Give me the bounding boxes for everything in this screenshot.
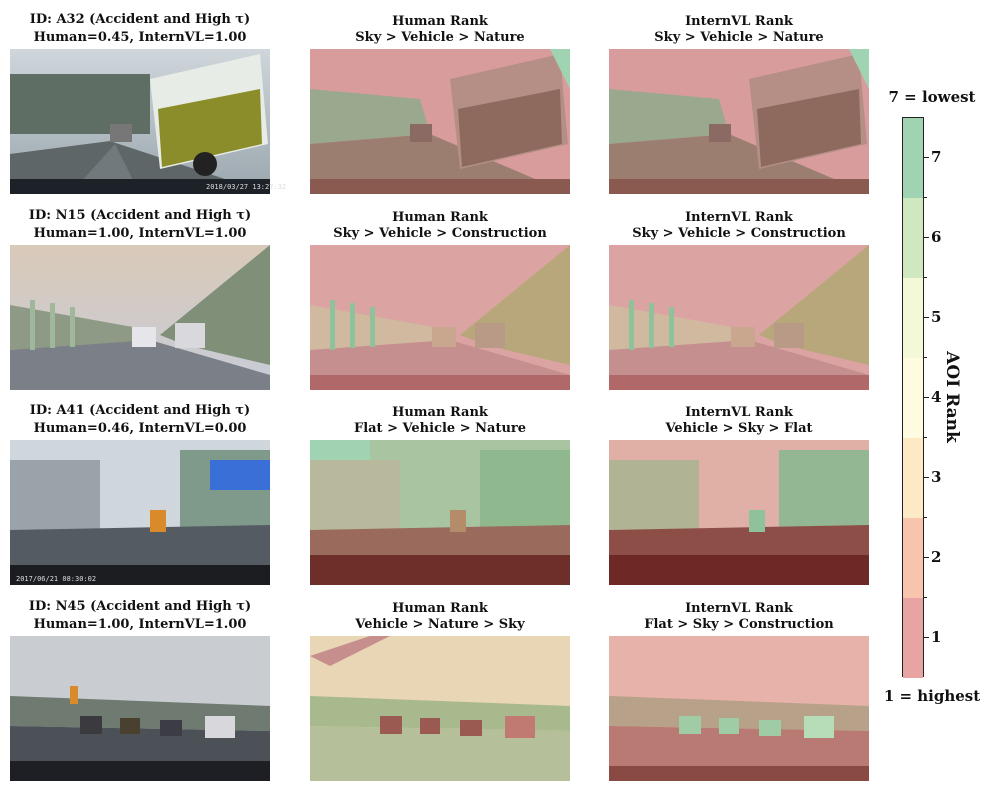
- panel-title-line2: Sky > Vehicle > Nature: [355, 30, 525, 45]
- panel-title-line1: Human Rank: [392, 601, 488, 616]
- colorbar-minor-tick: [924, 517, 927, 518]
- panel-title-line2: Flat > Vehicle > Nature: [353, 421, 527, 436]
- dashcam-image-n15: [10, 245, 270, 390]
- aoi-overlay-image: [609, 49, 869, 194]
- panel-title-line2: Human=0.46, InternVL=0.00: [33, 421, 247, 436]
- colorbar-tick-label: 2: [931, 548, 942, 566]
- colorbar-segment: [903, 118, 923, 198]
- colorbar-tick: [924, 317, 929, 318]
- panel-title-line2: Flat > Sky > Construction: [644, 617, 834, 632]
- colorbar-tick-label: 4: [931, 388, 942, 406]
- colorbar-tick: [924, 397, 929, 398]
- aoi-overlay-image: [609, 245, 869, 390]
- colorbar-segment: [903, 358, 923, 438]
- dashcam-image-a32: 2018/03/27 13:27:32: [10, 49, 286, 194]
- colorbar-segment: [903, 278, 923, 358]
- colorbar-tick-label: 5: [931, 308, 942, 326]
- colorbar-tick-label: 7: [931, 148, 942, 166]
- colorbar-tick: [924, 157, 929, 158]
- aoi-overlay-image: [310, 49, 570, 194]
- colorbar-minor-tick: [924, 197, 927, 198]
- panel-title-line1: InternVL Rank: [685, 601, 793, 616]
- panel-title-line2: Human=1.00, InternVL=1.00: [33, 617, 247, 632]
- panel-title-line1: Human Rank: [392, 210, 488, 225]
- colorbar-segment: [903, 198, 923, 278]
- panel-title-line1: InternVL Rank: [685, 14, 793, 29]
- timestamp-overlay: 2018/03/27 13:27:32: [206, 183, 286, 191]
- panel-title-line1: ID: N15 (Accident and High τ): [28, 208, 252, 223]
- dashcam-image-a41: 2017/06/21 08:30:02: [10, 440, 270, 585]
- colorbar-tick: [924, 637, 929, 638]
- colorbar-tick-label: 1: [931, 628, 942, 646]
- panel-title-line1: Human Rank: [392, 14, 488, 29]
- colorbar-tick: [924, 477, 929, 478]
- colorbar: [902, 117, 924, 678]
- aoi-overlay-image: [310, 440, 570, 585]
- panel-title-line1: ID: N45 (Accident and High τ): [28, 599, 252, 614]
- aoi-overlay-image: [310, 245, 570, 390]
- colorbar-tick-label: 6: [931, 228, 942, 246]
- colorbar-minor-tick: [924, 277, 927, 278]
- dashcam-image-n45: [10, 636, 270, 781]
- panel-title-line2: Human=1.00, InternVL=1.00: [33, 226, 247, 241]
- colorbar-tick: [924, 237, 929, 238]
- colorbar-tick-label: 3: [931, 468, 942, 486]
- colorbar-segment: [903, 598, 923, 678]
- panel-title-line1: Human Rank: [392, 405, 488, 420]
- panel-title-line2: Sky > Vehicle > Construction: [333, 226, 547, 241]
- timestamp-overlay: 2017/06/21 08:30:02: [16, 575, 96, 583]
- panel-title-line2: Human=0.45, InternVL=1.00: [33, 30, 247, 45]
- panel-title-line1: InternVL Rank: [685, 405, 793, 420]
- colorbar-axis-label: AOI Rank: [942, 351, 962, 443]
- panel-title-line1: InternVL Rank: [685, 210, 793, 225]
- aoi-overlay-image: [609, 440, 869, 585]
- colorbar-minor-tick: [924, 437, 927, 438]
- panel-title-line1: ID: A32 (Accident and High τ): [29, 12, 251, 27]
- colorbar-top-label: 7 = lowest: [888, 88, 976, 106]
- panel-title-line2: Sky > Vehicle > Construction: [632, 226, 846, 241]
- colorbar-segment: [903, 518, 923, 598]
- aoi-overlay-image: [609, 636, 869, 781]
- colorbar-minor-tick: [924, 357, 927, 358]
- colorbar-minor-tick: [924, 597, 927, 598]
- panel-title-line1: ID: A41 (Accident and High τ): [29, 403, 251, 418]
- aoi-overlay-image: [310, 636, 570, 781]
- panel-title-line2: Sky > Vehicle > Nature: [654, 30, 824, 45]
- panel-title-line2: Vehicle > Nature > Sky: [355, 617, 525, 632]
- colorbar-tick: [924, 557, 929, 558]
- colorbar-segment: [903, 438, 923, 518]
- panel-title-line2: Vehicle > Sky > Flat: [665, 421, 813, 436]
- colorbar-bottom-label: 1 = highest: [883, 687, 981, 705]
